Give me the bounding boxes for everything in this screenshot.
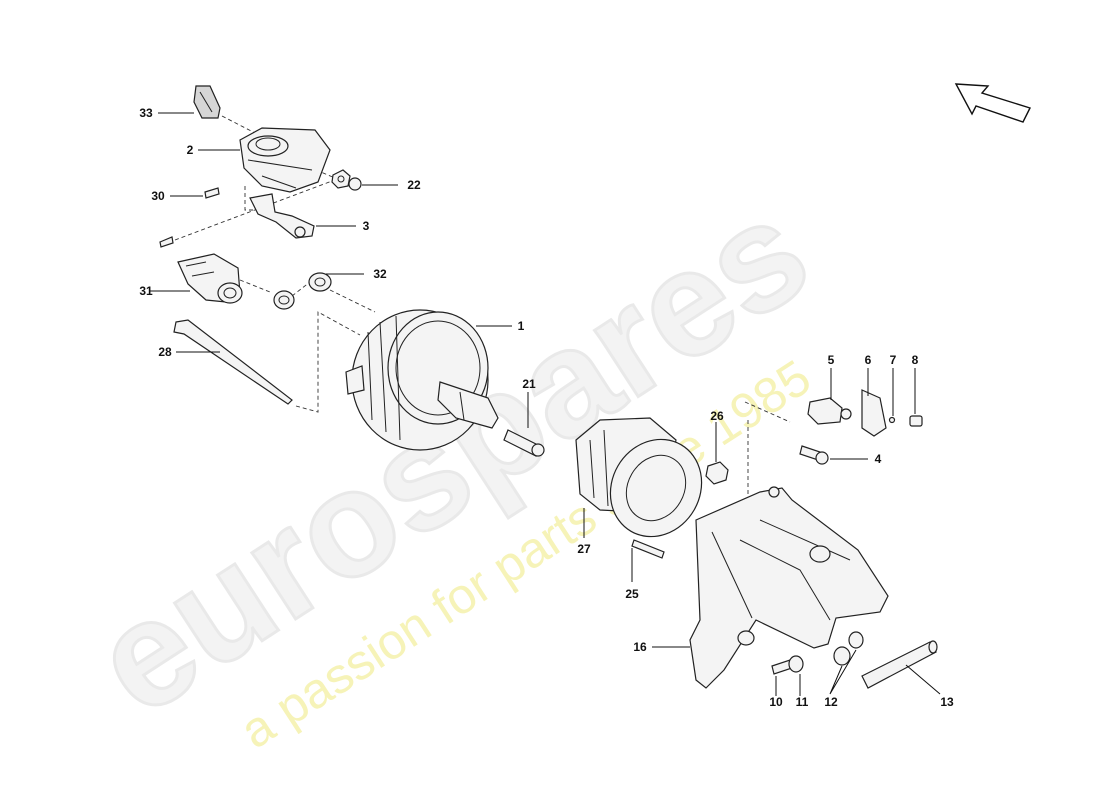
part-5-switch	[807, 397, 852, 425]
part-30-screws	[159, 187, 220, 248]
callout-12: 12	[824, 695, 838, 709]
callout-28: 28	[158, 345, 172, 359]
part-3-bracket	[249, 193, 315, 239]
callout-5: 5	[828, 353, 835, 367]
callout-13: 13	[940, 695, 954, 709]
part-11-washer	[788, 655, 804, 673]
part-32-grommets	[273, 272, 332, 310]
callout-10: 10	[769, 695, 783, 709]
part-26-nut	[705, 461, 729, 485]
part-2-reservoir	[239, 127, 331, 193]
callout-21: 21	[522, 377, 536, 391]
callout-1: 1	[518, 319, 525, 333]
part-22-nut	[331, 169, 362, 191]
part-21-clevis	[503, 429, 545, 457]
callout-27: 27	[577, 542, 591, 556]
callout-3: 3	[363, 219, 370, 233]
callout-16: 16	[633, 640, 647, 654]
callout-31: 31	[139, 284, 153, 298]
part-6-clip	[861, 389, 887, 437]
callout-22: 22	[407, 178, 421, 192]
callout-11: 11	[796, 695, 809, 709]
part-33-sensor	[193, 85, 221, 119]
part-28-bolt	[173, 319, 293, 405]
callout-2: 2	[187, 143, 194, 157]
part-25-gasket	[609, 438, 703, 559]
part-4-bolt	[799, 445, 829, 465]
part-13-pin	[861, 640, 938, 689]
part-1-brake-booster	[345, 309, 499, 451]
callout-26: 26	[710, 409, 724, 423]
callout-32: 32	[373, 267, 387, 281]
callout-4: 4	[875, 452, 882, 466]
part-31-master-cylinder	[177, 253, 243, 304]
callout-7: 7	[890, 353, 897, 367]
callout-6: 6	[865, 353, 872, 367]
callout-25: 25	[625, 587, 639, 601]
part-7-pin	[888, 416, 896, 424]
callout-30: 30	[151, 189, 165, 203]
callout-33: 33	[139, 106, 153, 120]
direction-arrow-icon	[954, 83, 1031, 123]
part-16-bracket	[689, 486, 889, 689]
callout-8: 8	[912, 353, 919, 367]
part-8-cap	[909, 415, 923, 427]
part-12-bushes	[833, 631, 864, 666]
callouts: 33 2 22 30 3 31 32 1 28 21 26 5 6 7 8 4 …	[139, 106, 954, 709]
leader-lines	[150, 112, 941, 696]
